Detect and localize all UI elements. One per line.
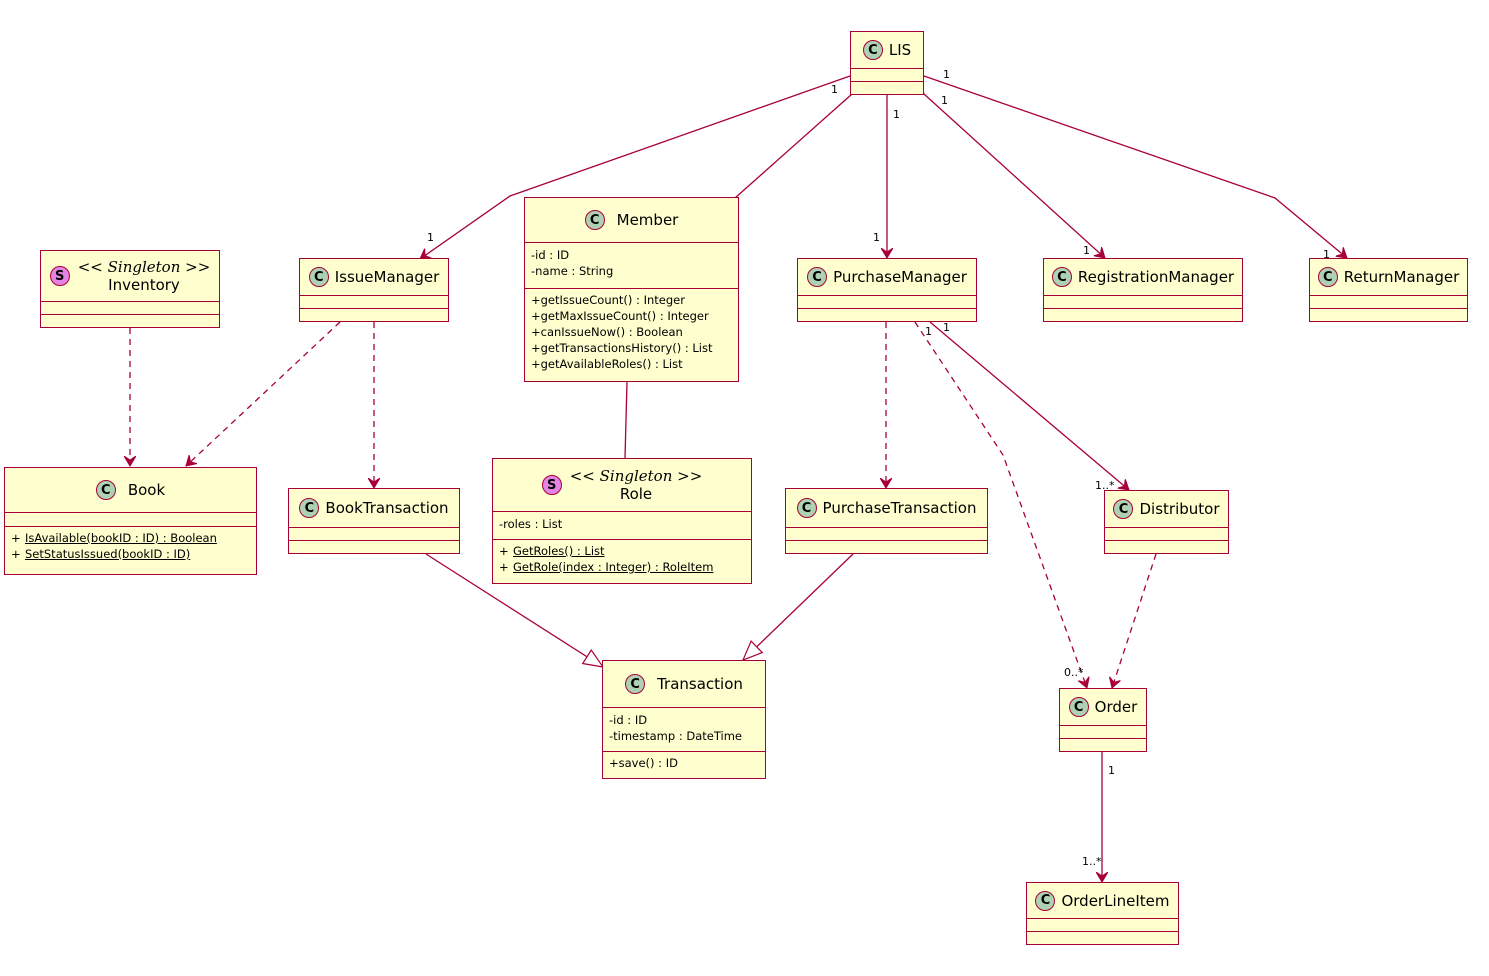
class-badge-icon: C (862, 40, 883, 60)
class-order[interactable]: C Order (1059, 688, 1147, 752)
edge-issuemanager-book (186, 321, 341, 466)
method: +GetRole(index : Integer) : RoleItem (499, 560, 714, 574)
multiplicity-label: 1 (873, 231, 880, 244)
class-badge-icon: C (1035, 890, 1056, 911)
edge-lis-issuemanager (420, 76, 850, 259)
class-inventory[interactable]: S << Singleton >> Inventory (40, 250, 220, 328)
multiplicity-label: 1 (943, 68, 950, 81)
class-purchasetransaction[interactable]: C PurchaseTransaction (785, 488, 988, 554)
class-badge-icon: C (1051, 267, 1072, 287)
multiplicity-label: 1 (1108, 764, 1115, 777)
class-booktransaction[interactable]: C BookTransaction (288, 488, 460, 554)
multiplicity-label: 0..* (1064, 666, 1084, 679)
multiplicity-label: 1 (893, 108, 900, 121)
stereotype-label: << Singleton >> (569, 467, 703, 485)
method: +canIssueNow() : Boolean (531, 325, 683, 339)
class-badge-icon: C (625, 674, 646, 694)
class-name: PurchaseManager (833, 268, 967, 286)
method: +getMaxIssueCount() : Integer (531, 309, 709, 323)
class-name: LIS (888, 41, 912, 59)
multiplicity-label: 1 (427, 231, 434, 244)
class-badge-icon: C (308, 267, 329, 287)
class-name: Role (619, 485, 653, 503)
class-role[interactable]: S << Singleton >> Role -roles : List +Ge… (492, 458, 752, 584)
multiplicity-label: 1 (1323, 248, 1330, 261)
class-name: IssueManager (334, 268, 440, 286)
multiplicity-label: 1..* (1082, 855, 1102, 868)
singleton-badge-icon: S (49, 266, 70, 286)
multiplicity-label: 1 (943, 321, 950, 334)
class-name: Transaction (657, 675, 743, 693)
class-name: Book (127, 481, 166, 499)
class-badge-icon: C (1317, 267, 1338, 287)
class-lis[interactable]: C LIS (850, 31, 924, 95)
stereotype-label: << Singleton >> (77, 258, 211, 276)
attribute: -id : ID (531, 248, 570, 262)
method: +getAvailableRoles() : List (531, 357, 683, 371)
class-name: PurchaseTransaction (822, 499, 977, 517)
class-purchasemanager[interactable]: C PurchaseManager (797, 258, 977, 322)
class-badge-icon: C (807, 267, 828, 287)
edge-member-role (624, 381, 628, 459)
class-member[interactable]: C Member -id : ID -name : String +getIss… (524, 197, 739, 382)
class-name: Inventory (108, 276, 180, 294)
method: +save() : ID (609, 756, 678, 770)
class-name: Distributor (1139, 500, 1220, 518)
edge-lis-returnmanager (924, 76, 1347, 258)
edge-booktransaction-transaction (425, 553, 605, 668)
method: +getTransactionsHistory() : List (531, 341, 713, 355)
class-badge-icon: C (584, 210, 605, 230)
edge-purchasemanager-distributor (929, 321, 1129, 490)
class-registrationmanager[interactable]: C RegistrationManager (1043, 258, 1243, 322)
class-badge-icon: C (1113, 499, 1134, 519)
multiplicity-label: 1 (925, 325, 932, 338)
class-name: ReturnManager (1343, 268, 1460, 286)
multiplicity-label: 1..* (1095, 479, 1115, 492)
attribute: -name : String (531, 264, 614, 278)
class-distributor[interactable]: C Distributor (1104, 490, 1229, 554)
class-badge-icon: C (796, 498, 817, 518)
method: +getIssueCount() : Integer (531, 293, 685, 307)
attribute: -roles : List (499, 517, 563, 531)
singleton-badge-icon: S (541, 475, 562, 495)
method: +SetStatusIssued(bookID : ID) (11, 547, 191, 561)
multiplicity-label: 1 (1083, 244, 1090, 257)
edge-lis-member (734, 93, 853, 199)
method: +GetRoles() : List (499, 544, 605, 558)
edge-distributor-order (1112, 553, 1157, 688)
method: +IsAvailable(bookID : ID) : Boolean (11, 531, 217, 545)
class-returnmanager[interactable]: C ReturnManager (1309, 258, 1468, 322)
class-badge-icon: C (95, 480, 116, 500)
attribute: -id : ID (609, 713, 648, 727)
attribute: -timestamp : DateTime (609, 729, 742, 743)
class-name: BookTransaction (325, 499, 449, 517)
edge-purchasemanager-order (914, 321, 1087, 688)
class-name: Member (616, 211, 679, 229)
class-name: Order (1094, 698, 1138, 716)
multiplicity-label: 1 (831, 83, 838, 96)
class-issuemanager[interactable]: C IssueManager (299, 258, 449, 322)
class-name: RegistrationManager (1077, 268, 1235, 286)
class-badge-icon: C (299, 498, 320, 518)
class-orderlineitem[interactable]: C OrderLineItem (1026, 882, 1179, 945)
class-name: OrderLineItem (1061, 891, 1170, 910)
multiplicity-label: 1 (941, 94, 948, 107)
edge-purchasetransaction-transaction (741, 553, 854, 662)
class-book[interactable]: C Book +IsAvailable(bookID : ID) : Boole… (4, 467, 257, 575)
class-transaction[interactable]: C Transaction -id : ID -timestamp : Date… (602, 660, 766, 779)
edge-lis-registrationmanager (924, 94, 1105, 258)
class-badge-icon: C (1068, 697, 1089, 717)
